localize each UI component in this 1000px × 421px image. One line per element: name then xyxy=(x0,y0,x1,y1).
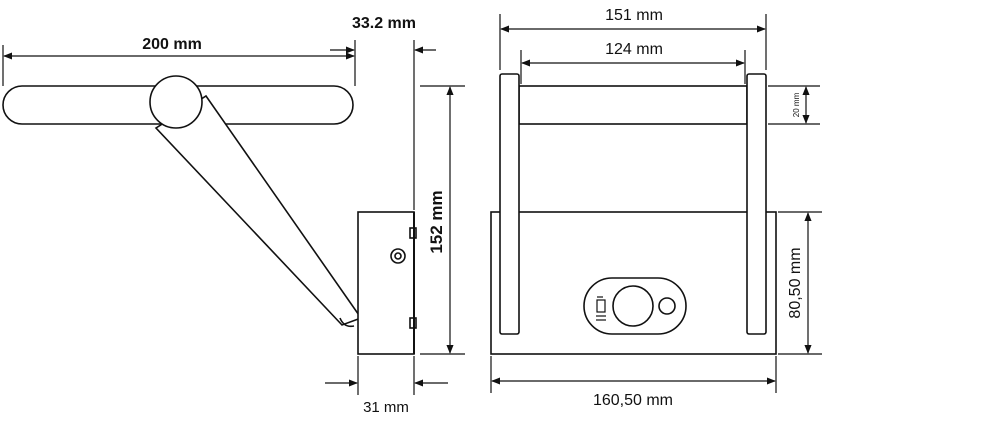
side-view xyxy=(2,75,417,355)
label-200mm: 200 mm xyxy=(142,36,202,53)
light-tube xyxy=(518,85,748,125)
screw-icon xyxy=(390,248,406,264)
angled-arm xyxy=(154,94,363,326)
left-side-arm xyxy=(499,73,520,335)
label-31mm: 31 mm xyxy=(363,399,409,416)
front-view xyxy=(490,73,777,355)
sensor-housing xyxy=(583,277,687,335)
sensor-small-circle xyxy=(658,297,676,315)
front-view-dimensions xyxy=(490,14,822,393)
label-124mm: 124 mm xyxy=(605,41,663,58)
label-160-50mm: 160,50 mm xyxy=(593,392,673,409)
sensor-symbol-icon xyxy=(596,296,606,321)
wall-mount-base xyxy=(357,211,415,355)
label-33-2mm: 33.2 mm xyxy=(352,15,416,32)
label-152mm: 152 mm xyxy=(427,190,446,253)
label-20mm: 20 mm xyxy=(792,92,801,117)
sensor-lens xyxy=(612,285,654,327)
pivot-joint xyxy=(149,75,203,129)
label-80-50mm: 80,50 mm xyxy=(787,247,804,318)
label-151mm: 151 mm xyxy=(605,7,663,24)
side-view-dimensions xyxy=(2,40,465,395)
right-side-arm xyxy=(746,73,767,335)
